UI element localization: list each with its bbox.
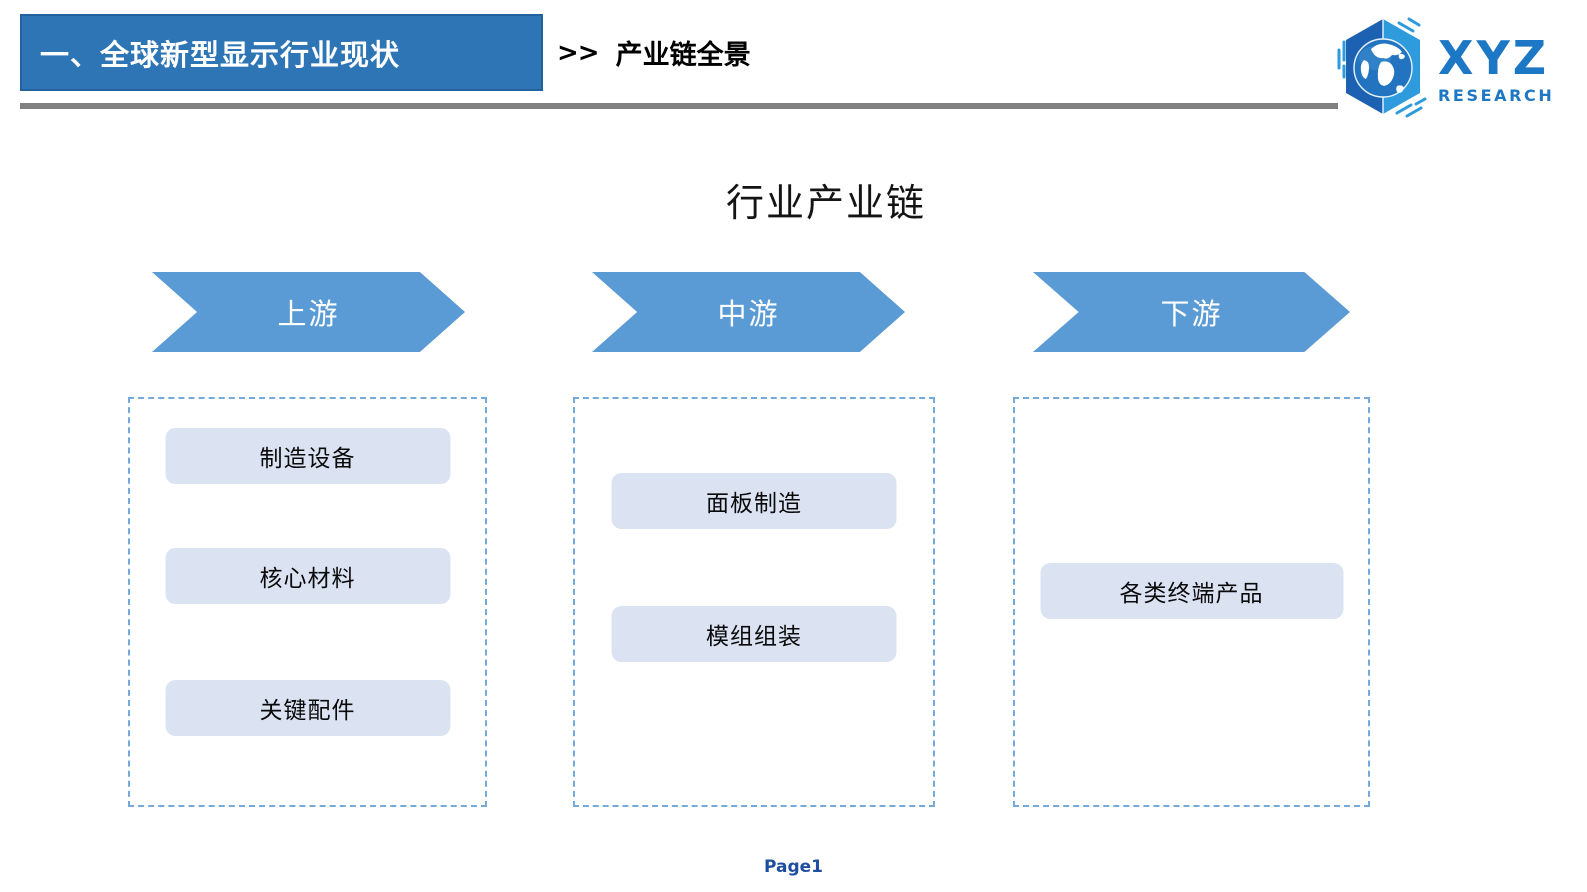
globe-cube-icon: [1337, 17, 1427, 118]
brand-logo: XYZ RESEARCH: [1337, 16, 1554, 118]
stage-arrow-midstream: 中游: [592, 272, 905, 352]
stage-label-downstream: 下游: [1160, 297, 1223, 331]
item-pill-manufacturing-equipment: 制造设备: [165, 428, 450, 484]
item-pill-panel-manufacturing: 面板制造: [611, 473, 897, 529]
brand-name: XYZ: [1438, 31, 1550, 85]
stage-arrow-upstream: 上游: [152, 272, 465, 352]
page-subtitle: 产业链全景: [615, 40, 751, 71]
stage-label-midstream: 中游: [717, 297, 780, 331]
diagram-title: 行业产业链: [725, 181, 926, 225]
header-divider: [20, 103, 1338, 109]
header-subtitle-row: >> 产业链全景: [557, 14, 751, 91]
stage-arrow-downstream: 下游: [1033, 272, 1350, 352]
brand-text-block: XYZ RESEARCH: [1438, 35, 1554, 105]
section-title: 一、全球新型显示行业现状: [40, 37, 401, 72]
item-pill-module-assembly: 模组组装: [611, 606, 897, 662]
midstream-group-box: 面板制造 模组组装: [573, 397, 935, 807]
brand-subname: RESEARCH: [1438, 86, 1555, 105]
stage-label-upstream: 上游: [277, 297, 340, 331]
item-pill-terminal-products: 各类终端产品: [1040, 563, 1343, 619]
page-number: Page1: [763, 857, 823, 877]
upstream-group-box: 制造设备 核心材料 关键配件: [128, 397, 487, 807]
item-pill-key-components: 关键配件: [165, 680, 450, 736]
section-header-banner: 一、全球新型显示行业现状: [20, 14, 543, 91]
downstream-group-box: 各类终端产品: [1013, 397, 1370, 807]
item-pill-core-materials: 核心材料: [165, 548, 450, 604]
chevrons-separator-icon: >>: [557, 37, 600, 68]
